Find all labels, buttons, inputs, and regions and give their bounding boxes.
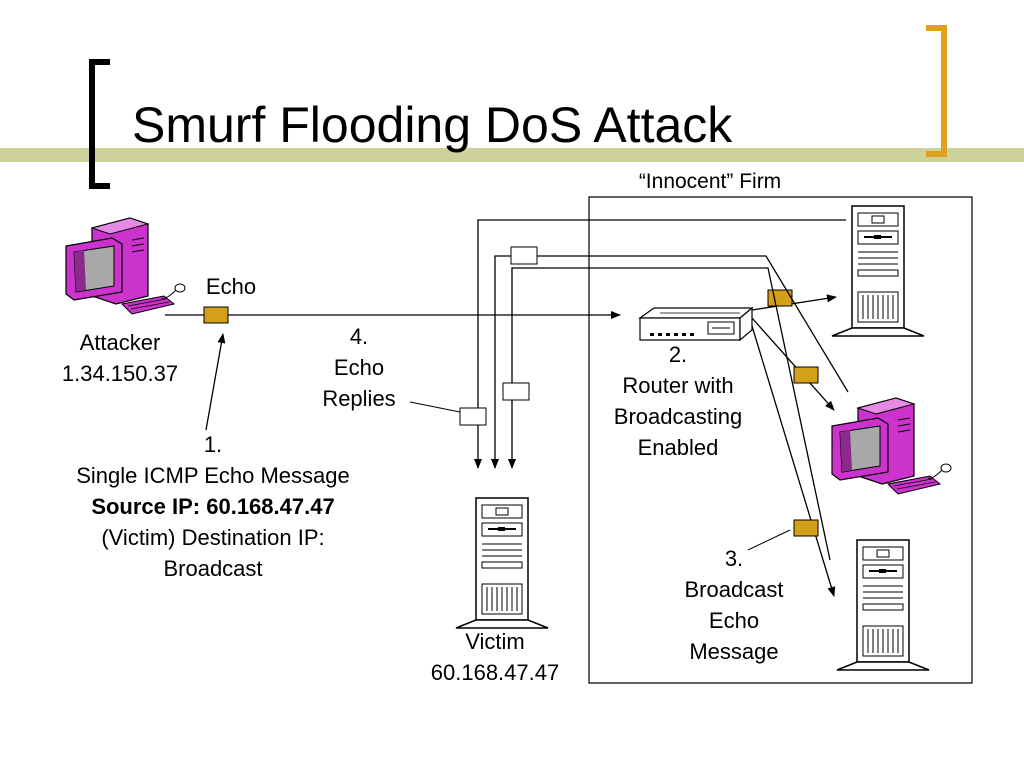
attacker-label: Attacker 1.34.150.37: [40, 327, 200, 389]
step4-line1: Echo: [333, 355, 385, 380]
step1-line1: Single ICMP Echo Message: [76, 463, 350, 488]
accent-bar: [0, 148, 1024, 162]
step4-label: 4. Echo Replies: [300, 321, 418, 414]
step3-connector: [747, 529, 791, 551]
reply-line-from-bottom-server: [508, 267, 831, 561]
step3-number: 3.: [724, 546, 744, 571]
step4-number: 4.: [349, 324, 369, 349]
innocent-firm-label: “Innocent” Firm: [638, 170, 782, 193]
firm-computer-icon: [831, 397, 952, 495]
reply-packet-middle: [502, 382, 530, 401]
step2-label: 2. Router with Broadcasting Enabled: [594, 339, 762, 463]
step2-number: 2.: [668, 342, 688, 367]
victim-label: Victim 60.168.47.47: [412, 626, 578, 688]
reply-line-from-computer: [491, 255, 849, 469]
router-icon: [638, 306, 754, 342]
step2-line3: Enabled: [637, 435, 719, 460]
victim-ip: 60.168.47.47: [430, 660, 560, 685]
server-bottom-icon: [836, 539, 930, 671]
broadcast-packet-bottom: [793, 519, 819, 537]
step4-connector: [409, 401, 461, 413]
echo-packet: [203, 306, 229, 324]
attacker-name: Attacker: [79, 330, 161, 355]
step2-line1: Router with: [622, 373, 734, 398]
step1-pointer: [205, 333, 226, 431]
victim-server-icon: [455, 497, 549, 629]
echo-label: Echo: [205, 274, 257, 299]
broadcast-packet-middle: [793, 366, 819, 384]
page-title: Smurf Flooding DoS Attack: [132, 97, 733, 153]
step1-label: 1. Single ICMP Echo Message Source IP: 6…: [30, 429, 396, 584]
reply-line-from-top-server: [474, 219, 846, 469]
reply-packet-top: [510, 246, 538, 265]
server-top-icon: [831, 205, 925, 337]
left-bracket: [89, 59, 110, 189]
right-bracket: [926, 25, 947, 157]
victim-name: Victim: [465, 629, 525, 654]
attacker-computer-icon: [65, 217, 186, 315]
step2-line2: Broadcasting: [613, 404, 743, 429]
broadcast-arrow-server-bottom: [751, 325, 836, 597]
step1-line4: Broadcast: [163, 556, 263, 581]
broadcast-arrow-computer: [751, 317, 835, 411]
step3-label: 3. Broadcast Echo Message: [664, 543, 804, 667]
step1-line2: Source IP: 60.168.47.47: [91, 494, 335, 519]
attacker-ip: 1.34.150.37: [61, 361, 179, 386]
step3-line3: Message: [689, 639, 779, 664]
step1-line3: (Victim) Destination IP:: [101, 525, 325, 550]
reply-packet-bottom: [459, 407, 487, 426]
step4-line2: Replies: [322, 386, 396, 411]
step3-line1: Broadcast: [684, 577, 784, 602]
step3-line2: Echo: [708, 608, 760, 633]
innocent-firm-box: [588, 196, 973, 684]
step1-number: 1.: [203, 432, 223, 457]
